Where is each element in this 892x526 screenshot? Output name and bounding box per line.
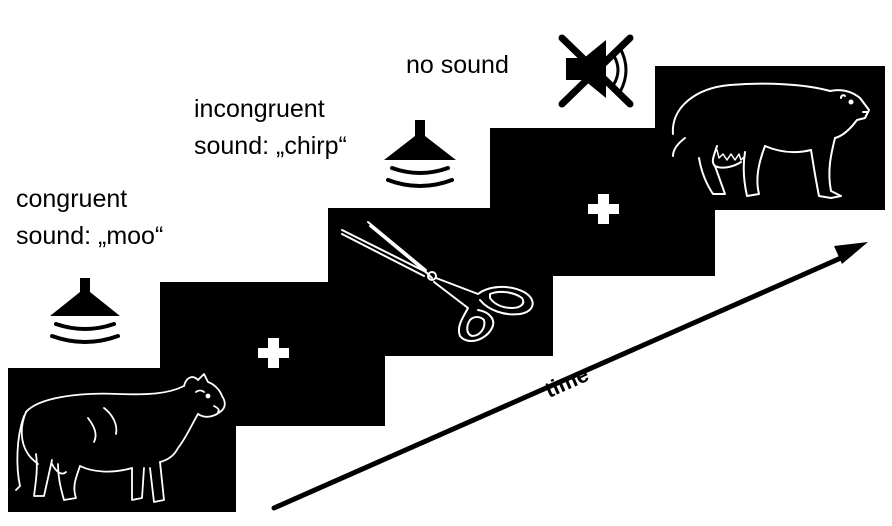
- bear-drawing: [671, 82, 870, 199]
- congruent-label-line2: sound: „moo“: [16, 222, 164, 250]
- bear-frame: [655, 66, 885, 210]
- no-sound-label: no sound: [406, 51, 509, 79]
- time-arrow-icon: [271, 242, 868, 511]
- muted-speaker-icon: [558, 34, 634, 108]
- incongruent-label-line2: sound: „chirp“: [194, 132, 347, 160]
- incongruent-label-line1: incongruent: [194, 95, 325, 123]
- scissors-drawing: [341, 221, 534, 343]
- fixation-cross-icon: [258, 338, 289, 368]
- fixation-cross-icon: [588, 194, 619, 224]
- congruent-label-line1: congruent: [16, 185, 128, 213]
- speaker-icon: [50, 278, 120, 344]
- cow-drawing: [15, 373, 226, 503]
- cow-frame: [8, 368, 236, 512]
- speaker-icon: [384, 120, 456, 188]
